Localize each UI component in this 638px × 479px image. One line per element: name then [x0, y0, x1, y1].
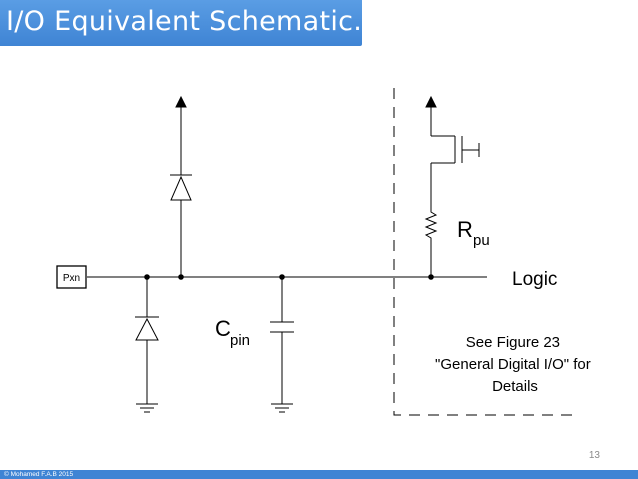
- upper-node-dot: [178, 274, 184, 280]
- logic-label: Logic: [512, 269, 557, 290]
- pullup-resistor: [424, 207, 438, 243]
- resistor-label-sub: pu: [473, 232, 490, 249]
- details-note-line-1: See Figure 23: [466, 334, 560, 351]
- pin-label: Pxn: [63, 273, 80, 284]
- capacitor-label-sub: pin: [230, 332, 250, 349]
- capacitor-label: C pin: [215, 316, 250, 349]
- dashed-boundary: [393, 88, 580, 416]
- capacitor-label-main: C: [215, 316, 231, 341]
- upper-diode-symbol: [170, 175, 192, 201]
- lower-diode-symbol: [135, 317, 159, 341]
- details-note-line-3: Details: [492, 378, 538, 395]
- details-note: See Figure 23 "General Digital I/O" for …: [435, 334, 595, 395]
- slide-title: I/O Equivalent Schematic.: [6, 6, 363, 37]
- resistor-label: R pu: [457, 217, 490, 249]
- footer-bar: © Mohamed F.A.B 2015: [0, 470, 638, 479]
- pullup-vcc-arrow: [425, 95, 437, 108]
- footer-copyright: © Mohamed F.A.B 2015: [4, 471, 74, 478]
- title-bar: I/O Equivalent Schematic.: [0, 0, 362, 46]
- upper-vcc-arrow: [175, 95, 187, 108]
- pin-box: [56, 265, 87, 289]
- page-number: 13: [588, 450, 600, 461]
- details-note-line-2: "General Digital I/O" for: [435, 356, 591, 373]
- resistor-label-main: R: [457, 217, 473, 242]
